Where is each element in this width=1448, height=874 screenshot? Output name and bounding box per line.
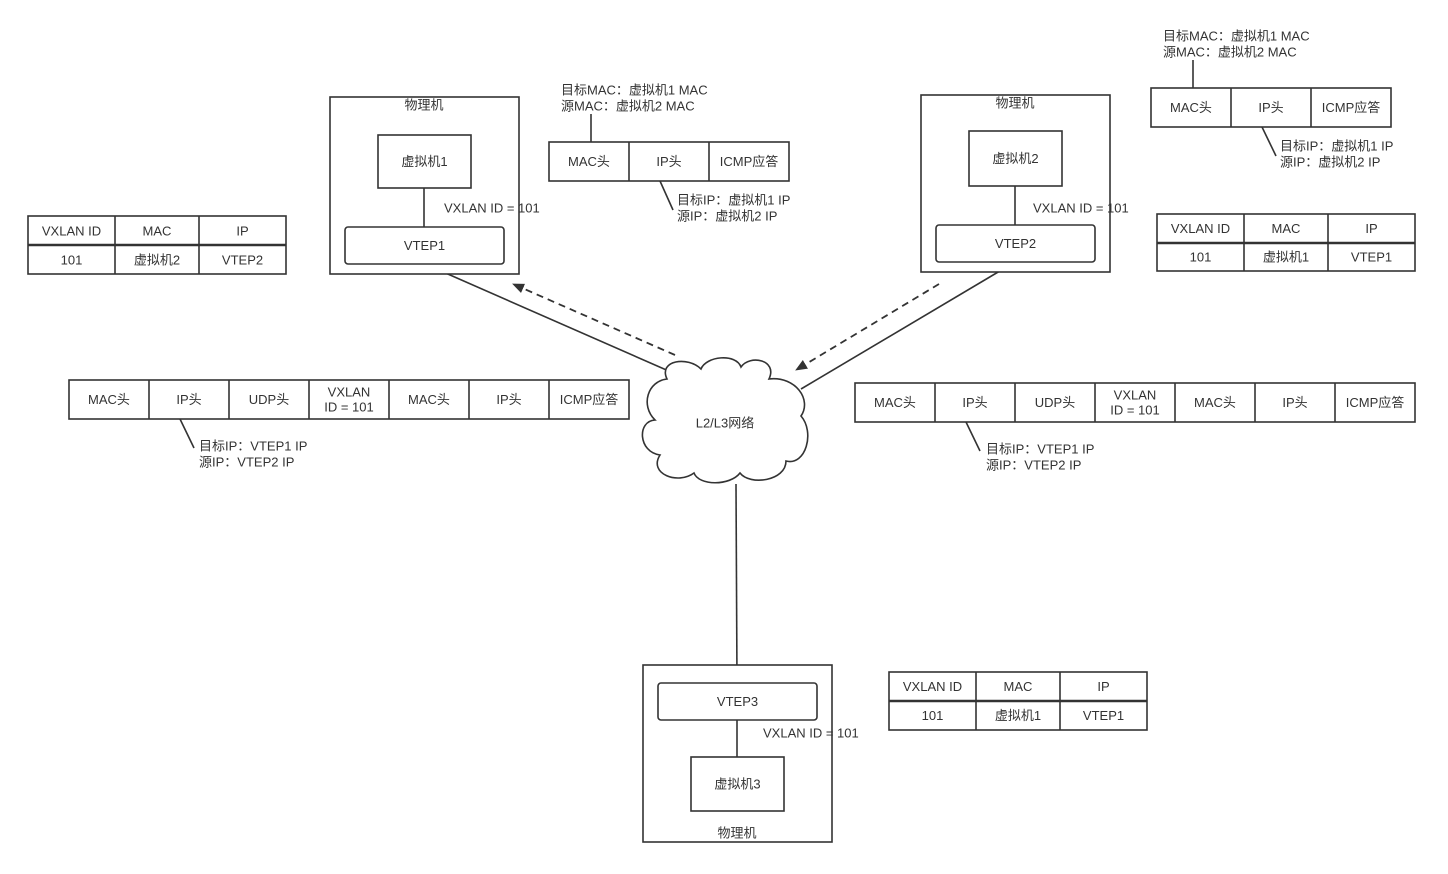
table-cell: 101 <box>1190 250 1212 265</box>
table-header: MAC <box>1004 679 1033 694</box>
table-cell: 虚拟机1 <box>995 708 1041 723</box>
packet-field: ICMP应答 <box>1346 395 1405 410</box>
table-header: IP <box>1365 221 1377 236</box>
table-header: MAC <box>143 224 172 239</box>
network-cloud: L2/L3网络 <box>641 357 809 484</box>
host-2-vxlan-id: VXLAN ID = 101 <box>1033 201 1129 216</box>
packet-field: IP头 <box>496 392 521 407</box>
vm-2-box <box>968 130 1063 187</box>
packet-field: MAC头 <box>1194 395 1236 410</box>
link-vtep1-network <box>424 263 672 373</box>
src-mac-note: 源MAC：虚拟机2 MAC <box>1163 45 1297 60</box>
packet-field: ICMP应答 <box>1322 100 1381 115</box>
packet-field-vxlan-line2: ID = 101 <box>1110 403 1160 418</box>
forwarding-table-vtep3: VXLAN ID MAC IP 101 虚拟机1 VTEP1 <box>888 671 1148 731</box>
dest-ip-note: 目标IP：虚拟机1 IP <box>677 193 790 208</box>
vm-3-label: 虚拟机3 <box>714 777 760 792</box>
outer-packet-right: MAC头 IP头 UDP头 VXLAN ID = 101 MAC头 IP头 IC… <box>854 382 1416 473</box>
inner-packet-host2: 目标MAC：虚拟机1 MAC 源MAC：虚拟机2 MAC MAC头 IP头 IC… <box>1150 29 1393 170</box>
src-ip-note: 源IP：虚拟机2 IP <box>1280 155 1380 170</box>
src-ip-note: 源IP：VTEP2 IP <box>199 455 294 470</box>
table-cell: 虚拟机1 <box>1263 250 1309 265</box>
vtep-3-label: VTEP3 <box>717 694 758 709</box>
vtep-2-label: VTEP2 <box>995 236 1036 251</box>
packet-field: MAC头 <box>88 392 130 407</box>
packet-field: ICMP应答 <box>720 154 779 169</box>
table-header: IP <box>1097 679 1109 694</box>
packet-field: IP头 <box>1282 395 1307 410</box>
dest-mac-note: 目标MAC：虚拟机1 MAC <box>1163 29 1310 44</box>
host-2-label: 物理机 <box>995 96 1034 111</box>
vtep-2-box <box>935 224 1096 263</box>
packet-field: MAC头 <box>1170 100 1212 115</box>
vm-1-label: 虚拟机1 <box>401 154 447 169</box>
vtep-1-box <box>344 226 505 265</box>
host-1-vxlan-id: VXLAN ID = 101 <box>444 201 540 216</box>
dest-ip-note: 目标IP：VTEP1 IP <box>986 442 1094 457</box>
src-mac-note: 源MAC：虚拟机2 MAC <box>561 99 695 114</box>
table-cell: 虚拟机2 <box>134 253 180 268</box>
dest-ip-note: 目标IP：虚拟机1 IP <box>1280 139 1393 154</box>
physical-host-1: 物理机 虚拟机1 VTEP1 VXLAN ID = 101 <box>329 96 540 275</box>
table-header: VXLAN ID <box>903 679 962 694</box>
table-header: VXLAN ID <box>42 224 101 239</box>
vm-2-label: 虚拟机2 <box>992 151 1038 166</box>
inner-packet-host1: 目标MAC：虚拟机1 MAC 源MAC：虚拟机2 MAC MAC头 IP头 IC… <box>548 83 790 224</box>
forwarding-table-vtep1: VXLAN ID MAC IP 101 虚拟机2 VTEP2 <box>27 215 287 275</box>
packet-field-vxlan-line2: ID = 101 <box>324 400 374 415</box>
host-3-vxlan-id: VXLAN ID = 101 <box>763 726 859 741</box>
dest-mac-note: 目标MAC：虚拟机1 MAC <box>561 83 708 98</box>
table-cell: VTEP1 <box>1083 708 1124 723</box>
packet-field: IP头 <box>1258 100 1283 115</box>
dashed-arrow-to-host1 <box>512 283 676 356</box>
physical-host-3: VTEP3 虚拟机3 物理机 VXLAN ID = 101 <box>642 664 859 843</box>
packet-field: IP头 <box>176 392 201 407</box>
packet-field: UDP头 <box>1035 395 1075 410</box>
host-1-label: 物理机 <box>404 98 443 113</box>
network-label: L2/L3网络 <box>696 416 755 431</box>
packet-field-vxlan-line1: VXLAN <box>328 385 371 400</box>
packet-field: MAC头 <box>408 392 450 407</box>
table-header: MAC <box>1272 221 1301 236</box>
table-header: IP <box>236 224 248 239</box>
packet-field: IP头 <box>656 154 681 169</box>
table-cell: 101 <box>61 253 83 268</box>
forwarding-table-vtep2: VXLAN ID MAC IP 101 虚拟机1 VTEP1 <box>1156 213 1416 272</box>
packet-field-vxlan-line1: VXLAN <box>1114 388 1157 403</box>
table-cell: VTEP2 <box>222 253 263 268</box>
table-cell: VTEP1 <box>1351 250 1392 265</box>
link-network-vtep3 <box>735 483 738 684</box>
packet-field: MAC头 <box>874 395 916 410</box>
host-3-label: 物理机 <box>717 826 756 841</box>
packet-field: UDP头 <box>249 392 289 407</box>
src-ip-note: 源IP：虚拟机2 IP <box>677 209 777 224</box>
physical-host-2: 物理机 虚拟机2 VTEP2 VXLAN ID = 101 <box>920 94 1129 273</box>
packet-field: IP头 <box>962 395 987 410</box>
packet-field: MAC头 <box>568 154 610 169</box>
dest-ip-note: 目标IP：VTEP1 IP <box>199 439 307 454</box>
outer-packet-left: MAC头 IP头 UDP头 VXLAN ID = 101 MAC头 IP头 IC… <box>68 379 630 470</box>
table-header: VXLAN ID <box>1171 221 1230 236</box>
vm-3-box <box>690 756 785 812</box>
vtep-1-label: VTEP1 <box>404 238 445 253</box>
table-cell: 101 <box>922 708 944 723</box>
src-ip-note: 源IP：VTEP2 IP <box>986 458 1081 473</box>
dashed-arrow-from-host2 <box>795 283 940 371</box>
packet-field: ICMP应答 <box>560 392 619 407</box>
vm-1-box <box>377 134 472 189</box>
link-vtep2-network <box>800 261 1016 390</box>
